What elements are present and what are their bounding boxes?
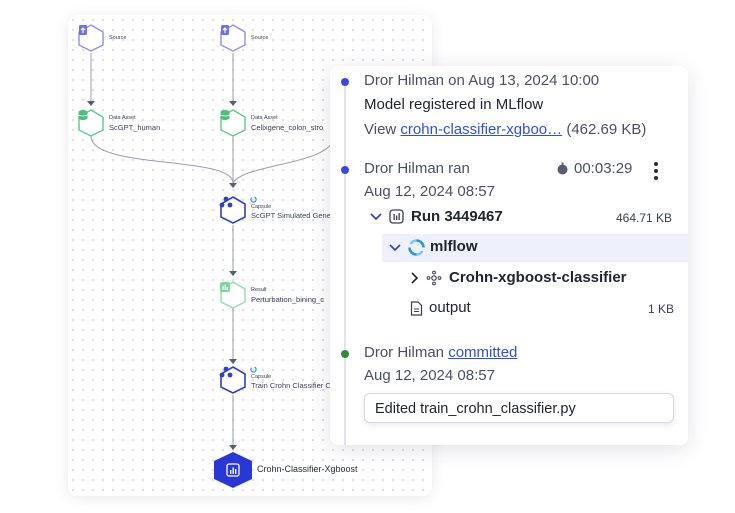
node-name-label: ScGPT_human (109, 123, 161, 132)
node-type-label: Data Asset (251, 115, 278, 121)
timeline-dot (341, 166, 349, 174)
sync-icon (250, 366, 257, 373)
output-file-size: 1 KB (648, 302, 675, 316)
run-date: Aug 12, 2024 08:57 (364, 183, 495, 200)
more-options-icon[interactable] (654, 162, 660, 183)
timeline-line (344, 80, 346, 445)
node-type-label: Result (251, 287, 267, 293)
capsule-molecule-icon (219, 366, 233, 378)
data-asset-hex-icon (77, 109, 105, 137)
data-asset-hex-icon (219, 109, 247, 137)
model-hex-icon (214, 452, 252, 488)
final-node-label: Crohn-Classifier-Xgboost (257, 464, 358, 474)
registered-message: Model registered in MLflow (364, 96, 544, 113)
chevron-right-icon[interactable] (410, 272, 419, 284)
file-upload-icon (79, 25, 87, 35)
committed-link[interactable]: committed (448, 344, 518, 361)
capsule-hex-icon (219, 196, 247, 224)
timeline-dot (341, 78, 349, 86)
node-name-label: Train Crohn Classifier C (251, 381, 331, 390)
stopwatch-icon (557, 162, 568, 175)
capsule-molecule-icon (219, 196, 233, 208)
node-type-label: Capsule (251, 204, 272, 210)
commit-author: Dror Hilman (364, 344, 445, 361)
model-node-icon (426, 270, 442, 286)
model-size: (462.69 KB) (566, 121, 647, 138)
view-prefix: View (364, 121, 397, 138)
registered-author-line: Dror Hilman on Aug 13, 2024 10:00 (364, 72, 600, 89)
node-name-label: Cellxgene_colon_stro (251, 123, 324, 132)
registered-view-line: View crohn-classifier-xgboo… (462.69 KB) (364, 121, 646, 138)
run-icon (389, 209, 404, 224)
database-icon (220, 110, 230, 120)
node-type-label: Data Asset (109, 115, 136, 121)
mlflow-row-highlight (382, 234, 688, 262)
node-name-label: ScGPT Simulated Gene (251, 211, 331, 220)
output-file-label[interactable]: output (429, 299, 471, 316)
mlflow-folder-label[interactable]: mlflow (430, 238, 478, 255)
chevron-down-icon[interactable] (370, 212, 382, 222)
node-type-label: Capsule (251, 374, 272, 380)
commit-author-line: Dror Hilman committed (364, 344, 517, 361)
node-type-label: Source (251, 35, 269, 41)
activity-panel: Dror Hilman on Aug 13, 2024 10:00 Model … (330, 66, 688, 445)
flow-edges (87, 53, 333, 450)
model-item-label[interactable]: Crohn-xgboost-classifier (449, 269, 627, 286)
file-upload-icon (221, 25, 229, 35)
chevron-down-icon[interactable] (389, 243, 401, 253)
node-name-label: Perturbation_bining_c (251, 295, 324, 304)
database-icon (78, 110, 88, 120)
run-size: 464.71 KB (616, 211, 673, 225)
result-chart-icon (220, 282, 230, 292)
run-author-line: Dror Hilman ran (364, 160, 470, 177)
sync-icon (250, 196, 257, 203)
timeline-dot (341, 350, 349, 358)
source-hex-icon (219, 24, 247, 52)
file-icon (410, 301, 423, 316)
run-label[interactable]: Run 3449467 (411, 208, 503, 225)
commit-date: Aug 12, 2024 08:57 (364, 367, 495, 384)
commit-message-box[interactable]: Edited train_crohn_classifier.py (364, 393, 674, 423)
model-link[interactable]: crohn-classifier-xgboo… (400, 121, 563, 138)
run-duration: 00:03:29 (574, 160, 633, 177)
result-hex-icon (219, 281, 247, 309)
mlflow-icon (408, 239, 425, 256)
capsule-hex-icon (219, 366, 247, 394)
node-type-label: Source (109, 35, 127, 41)
source-hex-icon (77, 24, 105, 52)
